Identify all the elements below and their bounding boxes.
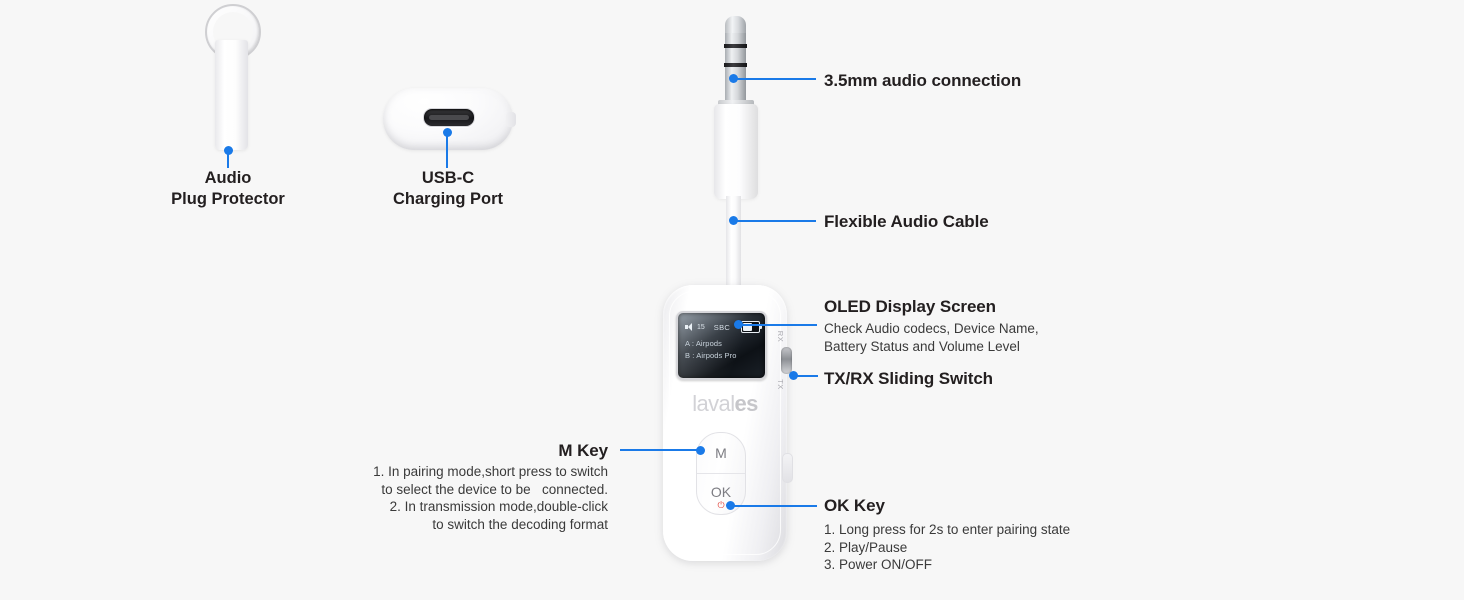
receiver-device-graphic: 15 SBC A : Airpods B : Airpods Pro laval… [663, 285, 793, 561]
m-button[interactable]: M [715, 445, 727, 461]
txrx-title: TX/RX Sliding Switch [824, 369, 993, 388]
txrx-lead-line [794, 375, 818, 377]
oled-device-a: A : Airpods [685, 339, 722, 348]
button-pill: M OK ⏻ [696, 432, 746, 515]
m-key-body: 1. In pairing mode,short press to switch… [373, 464, 608, 532]
txrx-lead-dot [789, 371, 798, 380]
audio-plug-protector-label: Audio Plug Protector [171, 169, 285, 208]
usb-c-port-icon [423, 108, 475, 127]
oled-codec-value: SBC [713, 322, 731, 332]
protector-lead-line [227, 150, 229, 168]
plug-ring-2 [724, 63, 747, 67]
speaker-icon [685, 322, 694, 332]
m-key-lead-dot [696, 446, 705, 455]
usbc-side-nub [506, 112, 516, 127]
m-key-title: M Key [558, 441, 608, 460]
oled-body: Check Audio codecs, Device Name, Battery… [824, 321, 1039, 354]
battery-fill [743, 323, 753, 331]
brand-logo-prefix: laval [692, 391, 735, 416]
ok-key-lead-line [731, 505, 817, 507]
audio-plug-graphic [702, 16, 774, 199]
plug-tip [725, 16, 746, 36]
flexible-cable-lead-dot [729, 216, 738, 225]
oled-device-b: B : Airpods Pro [685, 351, 737, 360]
tx-rx-sliding-switch[interactable] [781, 347, 792, 374]
brand-logo-suffix: es [734, 391, 758, 416]
plug-collar [718, 100, 754, 106]
usbc-lead-dot [443, 128, 452, 137]
oled-status-row: 15 SBC [685, 321, 763, 333]
usb-c-charging-port-label: USB-C Charging Port [393, 169, 503, 208]
switch-label-rx: RX [776, 330, 786, 343]
ok-key-title: OK Key [824, 496, 885, 515]
oled-title: OLED Display Screen [824, 297, 996, 316]
m-key-lead-line [620, 449, 699, 451]
plug-ring-1 [724, 44, 747, 48]
side-button[interactable] [782, 453, 793, 483]
audio-connection-title: 3.5mm audio connection [824, 71, 1022, 90]
audio-plug-protector-graphic [197, 4, 267, 154]
oled-lead-dot [734, 320, 743, 329]
oled-volume-value: 15 [697, 323, 705, 331]
brand-logo: lavales [663, 391, 787, 417]
battery-icon [741, 321, 763, 333]
usbc-lead-line [446, 133, 448, 168]
oled-display-screen: 15 SBC A : Airpods B : Airpods Pro [676, 311, 767, 380]
flexible-cable-title: Flexible Audio Cable [824, 212, 989, 231]
plug-housing [714, 104, 758, 199]
button-divider [697, 473, 745, 474]
ok-button[interactable]: OK [710, 484, 732, 500]
oled-lead-line [739, 324, 817, 326]
audio-connection-lead-line [734, 78, 816, 80]
ok-key-body: 1. Long press for 2s to enter pairing st… [824, 522, 1071, 572]
switch-label-tx: TX [775, 379, 785, 390]
audio-connection-lead-dot [729, 74, 738, 83]
protector-barrel [215, 40, 248, 150]
plug-shaft [725, 33, 746, 103]
power-icon: ⏻ [717, 500, 725, 510]
ok-key-lead-dot [726, 501, 735, 510]
usb-c-charging-port-graphic [383, 88, 516, 150]
flexible-cable-lead-line [734, 220, 816, 222]
